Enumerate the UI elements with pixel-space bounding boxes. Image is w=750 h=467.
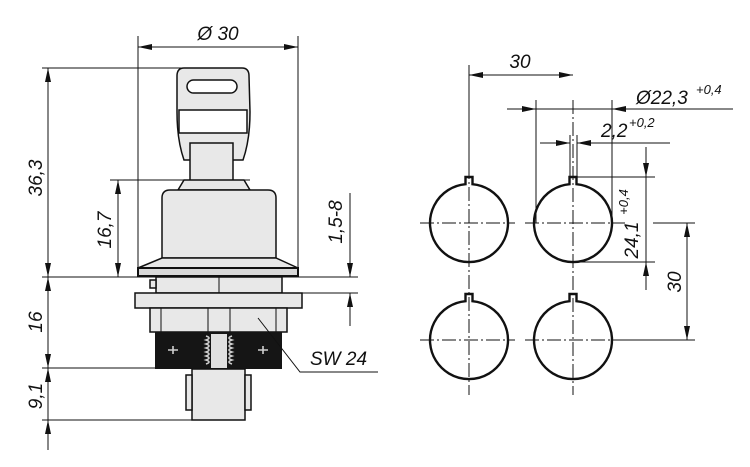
stem xyxy=(191,368,246,421)
key-label-window xyxy=(178,109,248,134)
cutout-hole xyxy=(428,292,510,381)
flange-base xyxy=(137,267,299,277)
side-view-dimensions: Ø 30 36,3 16,7 1,5-8 16 9,1 SW 24 xyxy=(26,24,378,450)
cutout-holes xyxy=(428,175,614,381)
vertical-pitch-label: 30 xyxy=(665,271,686,293)
horizontal-pitch-label: 30 xyxy=(509,52,531,73)
collar xyxy=(176,179,252,191)
diameter-label: Ø 30 xyxy=(196,24,239,45)
body xyxy=(161,189,277,259)
body-height-label: 16,7 xyxy=(95,210,116,248)
housing-tab xyxy=(149,279,157,289)
total-height-label: 36,3 xyxy=(26,159,47,196)
mounting-plate xyxy=(134,292,303,309)
key-switch-side-view xyxy=(134,67,303,421)
cutout-hole xyxy=(428,175,510,264)
thread-grooves xyxy=(168,334,268,368)
flange xyxy=(137,257,299,269)
key-shank xyxy=(189,142,234,182)
wrench-size-label: SW 24 xyxy=(310,349,367,370)
stem-tab-left xyxy=(185,374,193,411)
cutout-hole xyxy=(532,175,614,264)
cutout-dimensions: 30 Ø22,3 +0,4 2,2 +0,2 24,1 +0,4 30 xyxy=(468,52,733,341)
key-slot xyxy=(186,79,238,94)
thread-length-label: 16 xyxy=(26,311,47,333)
stem-length-label: 9,1 xyxy=(26,383,47,409)
stem-tab-right xyxy=(244,374,252,411)
cutout-hole xyxy=(532,292,614,381)
notch-depth-tolerance: +0,4 xyxy=(616,189,631,215)
panel-thickness-label: 1,5-8 xyxy=(326,200,347,244)
hole-diameter-tolerance: +0,4 xyxy=(696,82,722,97)
notch-depth-label: 24,1 xyxy=(622,222,643,260)
panel-cutout-view: 30 Ø22,3 +0,4 2,2 +0,2 24,1 +0,4 30 xyxy=(420,52,733,395)
hex-nut xyxy=(149,307,288,333)
notch-width-tolerance: +0,2 xyxy=(629,115,655,130)
notch-width-label: 2,2 xyxy=(600,121,628,142)
hole-diameter-label: Ø22,3 xyxy=(635,88,688,109)
center-lines xyxy=(420,100,625,395)
